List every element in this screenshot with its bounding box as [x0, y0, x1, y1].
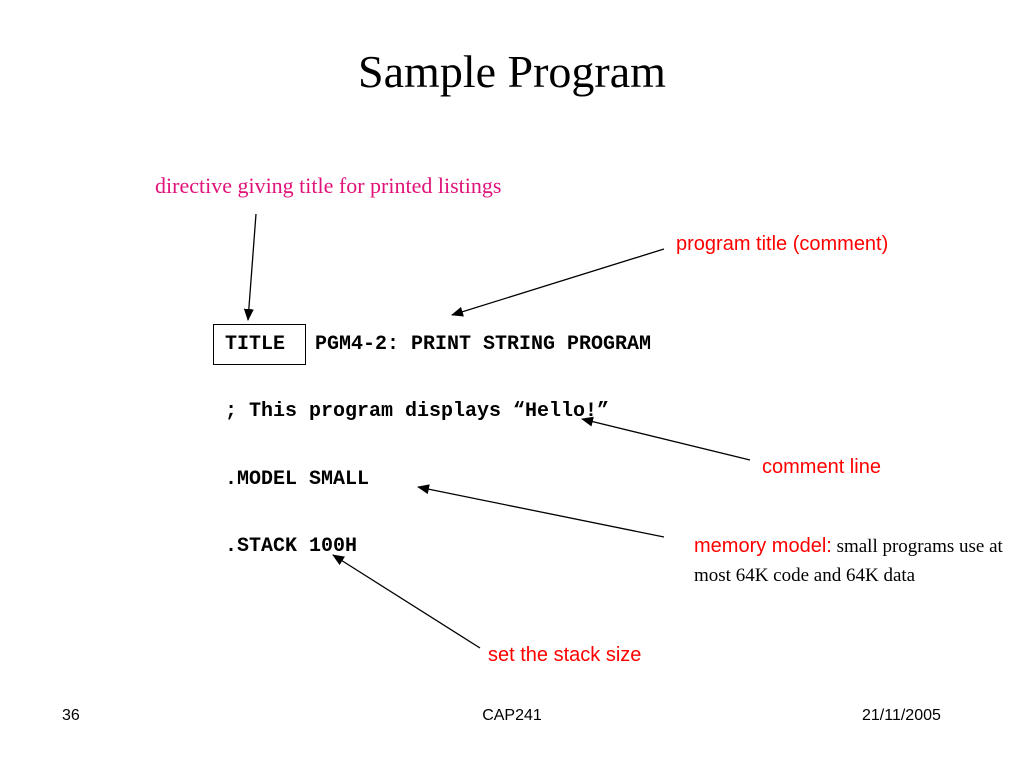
footer-course: CAP241	[482, 707, 542, 724]
title-keyword-box	[213, 324, 306, 365]
memory-model-body: small programs use at most 64K code and …	[694, 536, 1003, 586]
arrow-program-title	[451, 248, 665, 317]
program-title-annotation: program title (comment)	[676, 233, 889, 255]
comment-line-annotation: comment line	[762, 456, 881, 478]
code-line-comment: ; This program displays “Hello!”	[225, 400, 610, 423]
arrow-comment-line	[581, 416, 751, 461]
footer-page-number: 36	[62, 707, 80, 724]
directive-annotation: directive giving title for printed listi…	[155, 173, 502, 198]
stack-size-annotation: set the stack size	[488, 644, 642, 666]
footer-date: 21/11/2005	[862, 707, 941, 724]
arrow-directive	[243, 213, 257, 321]
slide-title: Sample Program	[358, 46, 666, 97]
code-line-model: .MODEL SMALL	[225, 468, 370, 491]
memory-model-head: memory model:	[694, 535, 832, 557]
code-line-title-keyword: TITLE	[225, 333, 286, 356]
code-line-stack: .STACK 100H	[225, 535, 358, 558]
code-line-title-rest: PGM4-2: PRINT STRING PROGRAM	[315, 333, 652, 356]
arrow-stack-size	[332, 554, 481, 649]
memory-model-annotation: memory model: small programs use at most…	[694, 532, 1004, 591]
arrow-memory-model	[417, 484, 665, 538]
